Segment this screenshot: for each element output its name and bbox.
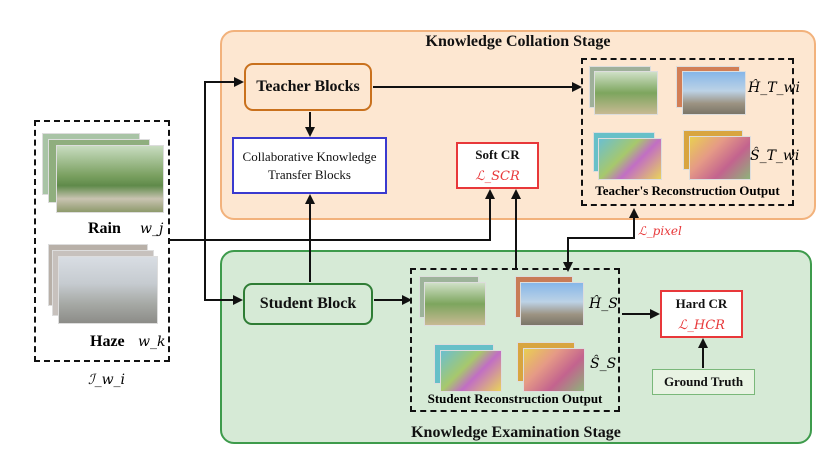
teacher-h-label: Ĥ_T_wi xyxy=(748,80,801,96)
hard-cr-loss: ℒ_HCR xyxy=(678,317,725,333)
student-output-caption: Student Reconstruction Output xyxy=(427,391,603,406)
hard-cr-label: Hard CR xyxy=(675,295,728,311)
collab-line-2: Transfer Blocks xyxy=(268,166,351,182)
haze-image-front xyxy=(58,256,158,324)
pixel-loss-label: ℒ_pixel xyxy=(638,224,682,238)
student-reconstruction-output xyxy=(410,268,620,412)
arrow-to-teacher xyxy=(204,77,244,240)
collation-stage-title: Knowledge Collation Stage xyxy=(425,33,611,50)
soft-cr-box: Soft CR ℒ_SCR xyxy=(456,142,539,189)
student-s-image-2 xyxy=(523,348,585,392)
haze-label: Haze xyxy=(90,333,125,350)
ground-truth-box: Ground Truth xyxy=(652,369,755,395)
student-h-image-2 xyxy=(520,282,584,326)
rain-weight: w_j xyxy=(140,221,164,237)
input-image-set xyxy=(34,120,170,362)
teacher-h-image xyxy=(594,71,658,115)
examination-stage-title: Knowledge Examination Stage xyxy=(411,424,621,441)
teacher-s-image-2 xyxy=(689,136,751,180)
teacher-reconstruction-output xyxy=(581,58,794,206)
student-h-label: Ĥ_S xyxy=(589,296,618,312)
student-s-image xyxy=(440,350,502,392)
collaborative-transfer-blocks: Collaborative Knowledge Transfer Blocks xyxy=(232,137,387,194)
pixel-loss-arrow xyxy=(563,208,639,272)
soft-cr-loss: ℒ_SCR xyxy=(475,169,520,184)
teacher-h-image-2 xyxy=(682,71,746,115)
teacher-s-label: Ŝ_T_wi xyxy=(750,148,800,164)
hard-cr-box: Hard CR ℒ_HCR xyxy=(660,290,743,338)
teacher-blocks: Teacher Blocks xyxy=(244,63,372,111)
student-h-image xyxy=(424,282,486,326)
rain-label: Rain xyxy=(88,220,121,237)
rain-image-front xyxy=(56,145,164,213)
soft-cr-label: Soft CR xyxy=(475,147,520,162)
haze-weight: w_k xyxy=(138,334,166,350)
student-s-label: Ŝ_S xyxy=(590,356,617,372)
arrow-to-soft-cr xyxy=(170,189,495,241)
arrow-to-student xyxy=(204,240,243,305)
input-set-label: ℐ_w_i xyxy=(88,372,126,388)
collab-line-1: Collaborative Knowledge xyxy=(242,148,377,164)
teacher-output-caption: Teacher's Reconstruction Output xyxy=(595,183,780,198)
teacher-s-image xyxy=(598,138,662,180)
student-block: Student Block xyxy=(243,283,373,325)
